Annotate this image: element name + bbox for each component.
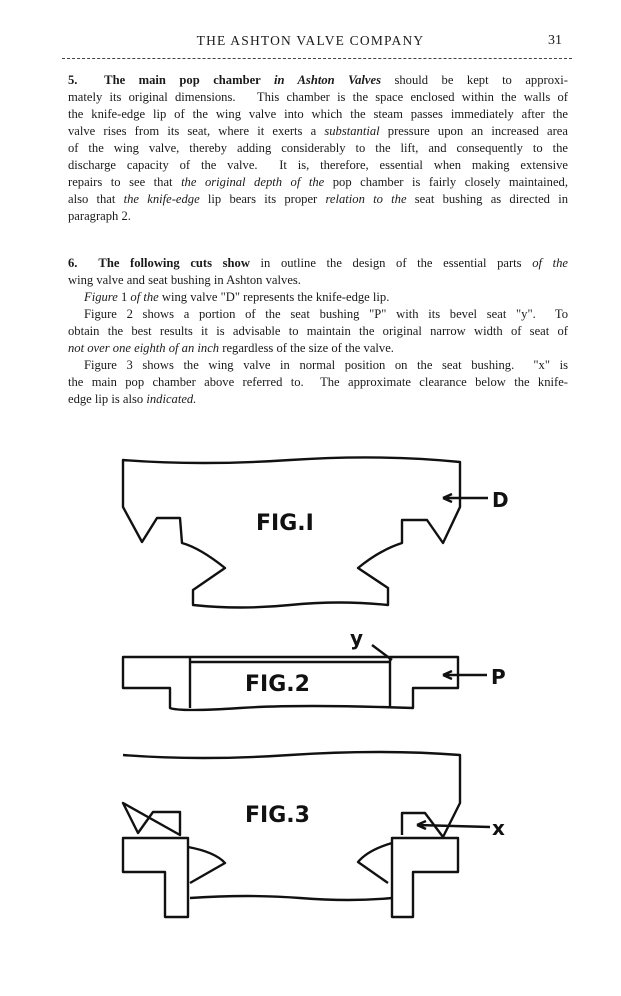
wing-valve-outline xyxy=(121,750,462,839)
callout-arrow-x xyxy=(416,819,491,831)
text-run: the original depth of the xyxy=(181,175,325,189)
wing-valve-outline xyxy=(121,456,462,609)
text-run: lip bears its proper xyxy=(199,192,326,206)
page-number: 31 xyxy=(548,33,562,48)
text-line: the knife-edge lip of the wing valve int… xyxy=(68,106,568,123)
paragraph-5: 5. The main pop chamber in Ashton Valves… xyxy=(68,72,568,225)
text-run: also that xyxy=(68,192,124,206)
callout-y: y xyxy=(350,626,363,650)
figure-2: FIG.2 y P xyxy=(121,626,506,712)
callout-p: P xyxy=(491,665,506,689)
text-run: regardless of the size of the valve. xyxy=(219,341,394,355)
text-run: repairs to see that xyxy=(68,175,182,189)
fig3-label: FIG.3 xyxy=(245,803,310,828)
fig1-label: FIG.I xyxy=(256,511,314,536)
text-run: pressure upon an increased area xyxy=(379,124,568,138)
text-line: valve rises from its seat, where it exer… xyxy=(68,123,568,140)
text-run: Figure xyxy=(84,290,118,304)
text-run: edge lip is also xyxy=(68,392,147,406)
figure-3: FIG.3 x xyxy=(121,750,505,919)
text-run: the knife-edge xyxy=(123,192,200,206)
text-line: edge lip is also indicated. xyxy=(68,391,568,408)
text-line: repairs to see that the original depth o… xyxy=(68,174,568,191)
text-run: not over one eighth of an inch xyxy=(68,341,220,355)
callout-d: D xyxy=(492,488,509,512)
text-run: wing valve and seat bushing in Ashton va… xyxy=(68,273,301,287)
paragraph-6: 6. The following cuts show in outline th… xyxy=(68,255,568,408)
text-line: the main pop chamber above referred to. … xyxy=(68,374,568,391)
seat-bushing-left xyxy=(121,836,190,919)
text-run: of the wing valve, thereby adding consid… xyxy=(68,141,568,155)
text-line: of the wing valve, thereby adding consid… xyxy=(68,140,568,157)
text-run: of the xyxy=(532,256,568,270)
text-line: mately its original dimensions. This cha… xyxy=(68,89,568,106)
text-line: also that the knife-edge lip bears its p… xyxy=(68,191,568,208)
text-run: in outline the design of the essential p… xyxy=(249,256,533,270)
text-run: the knife-edge lip of the wing valve int… xyxy=(68,107,568,121)
text-run: 1 xyxy=(117,290,131,304)
running-header: THE ASHTON VALVE COMPANY xyxy=(196,33,425,48)
text-run: in Ashton Valves xyxy=(274,73,381,87)
text-line: 5. The main pop chamber in Ashton Valves… xyxy=(68,72,568,89)
seat-bushing-right xyxy=(390,836,460,919)
text-line: 6. The following cuts show in outline th… xyxy=(68,255,568,272)
text-run: Figure 3 shows the wing valve in normal … xyxy=(84,358,568,372)
text-line: Figure 3 shows the wing valve in normal … xyxy=(68,357,568,374)
text-run: mately its original dimensions. This cha… xyxy=(68,90,568,104)
text-run: discharge capacity of the valve. It is, … xyxy=(68,158,568,172)
callout-arrow-p xyxy=(442,669,487,681)
callout-x: x xyxy=(492,816,505,840)
text-run: Figure 2 shows a portion of the seat bus… xyxy=(84,307,568,321)
text-run: 6. The following cuts show xyxy=(68,256,250,270)
callout-arrow-y xyxy=(371,644,393,661)
text-run: substantial xyxy=(324,124,380,138)
text-run: should be kept to approxi- xyxy=(381,73,568,87)
text-run: seat bushing as directed in xyxy=(406,192,568,206)
text-run: valve rises from its seat, where it exer… xyxy=(68,124,325,138)
text-line: Figure 1 of the wing valve "D" represent… xyxy=(68,289,568,306)
text-run: wing valve "D" represents the knife-edge… xyxy=(158,290,390,304)
text-line: paragraph 2. xyxy=(68,208,568,225)
text-run: indicated. xyxy=(146,392,197,406)
text-line: obtain the best results it is advisable … xyxy=(68,323,568,340)
figure-1: FIG.I D xyxy=(121,456,509,609)
text-line: not over one eighth of an inch regardles… xyxy=(68,340,568,357)
text-run: paragraph 2. xyxy=(68,209,131,223)
text-line: discharge capacity of the valve. It is, … xyxy=(68,157,568,174)
text-run: 5. The main pop chamber xyxy=(68,73,275,87)
text-run: relation to the xyxy=(325,192,407,206)
text-run: the main pop chamber above referred to. … xyxy=(68,375,568,389)
text-run: obtain the best results it is advisable … xyxy=(68,324,568,338)
header-rule xyxy=(62,58,572,59)
valve-wings xyxy=(187,841,393,902)
text-line: Figure 2 shows a portion of the seat bus… xyxy=(68,306,568,323)
fig2-label: FIG.2 xyxy=(245,672,310,697)
text-run: of the xyxy=(130,290,159,304)
text-run: pop chamber is fairly closely maintained… xyxy=(324,175,568,189)
callout-arrow-d xyxy=(442,492,488,504)
seat-bushing-outline xyxy=(121,655,460,712)
text-line: wing valve and seat bushing in Ashton va… xyxy=(68,272,568,289)
